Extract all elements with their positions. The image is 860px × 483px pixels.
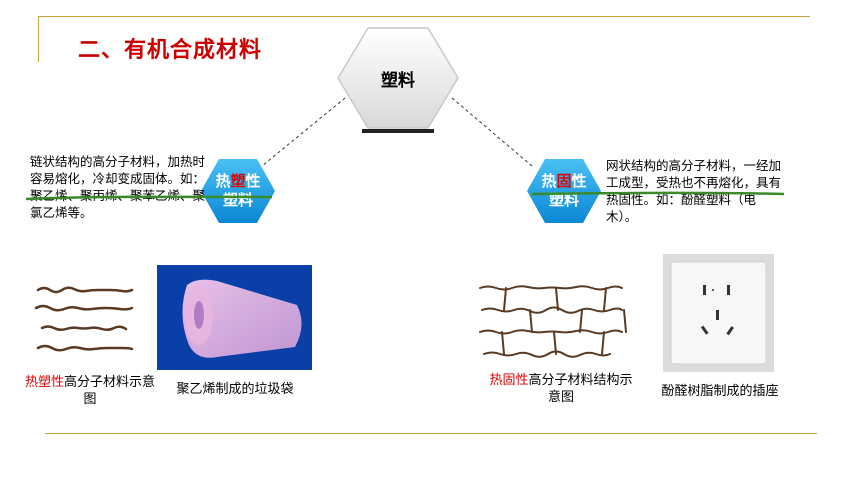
socket-photo [663,254,774,372]
thermoplastic-hexagon: 热塑性 塑料 [200,158,276,224]
left-rule [38,16,39,62]
plastic-hexagon: 塑料 [336,26,460,136]
page-title: 二、有机合成材料 [78,38,263,63]
plastic-hexagon-label: 塑料 [381,71,415,91]
thermoset-hexagon: 热固性 塑料 [526,158,602,224]
thermoset-description: 网状结构的高分子材料，一经加工成型，受热也不再熔化，具有热固性。如：酚醛塑料（电… [606,158,782,224]
top-rule [38,16,810,17]
thermoplastic-description: 链状结构的高分子材料，加热时容易熔化，冷却变成固体。如：聚乙烯、聚丙烯、聚苯乙烯… [30,154,206,220]
garbage-bag-photo [157,265,312,370]
thermoset-hexagon-label: 热固性 塑料 [541,172,587,209]
thermoset-network-diagram [479,285,627,358]
bottom-rule [45,433,817,434]
thermoset-diagram-caption: 热固性高分子材料结构示意图 [489,373,633,405]
garbage-bag-caption: 聚乙烯制成的垃圾袋 [176,382,294,397]
thermoplastic-chain-diagram [34,286,134,352]
socket-caption: 酚醛树脂制成的插座 [661,384,779,399]
thermoplastic-hexagon-label: 热塑性 塑料 [215,172,261,209]
thermoplastic-diagram-caption: 热塑性高分子材料示意图 [24,375,156,407]
